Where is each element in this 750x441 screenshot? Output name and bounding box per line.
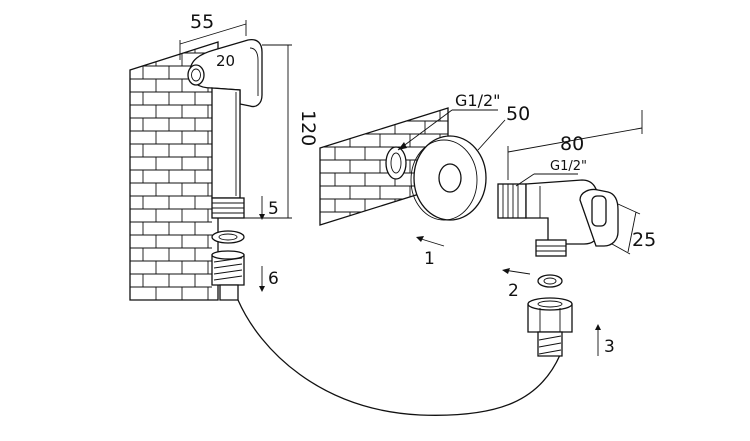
valve-outlet — [535, 239, 567, 257]
step-2-arrow: 2 — [502, 268, 531, 301]
label-step-3: 3 — [604, 337, 615, 357]
label-thread-top: G1/2" — [455, 91, 501, 110]
sprayer-washer — [211, 230, 245, 244]
hand-sprayer — [187, 38, 263, 219]
label-nozzle: 20 — [216, 52, 235, 70]
wall-pipe — [385, 146, 407, 180]
dimension-valve-height: 25 — [611, 203, 656, 255]
spray-nozzle — [187, 64, 205, 86]
label-valve-length: 80 — [560, 133, 584, 155]
label-step-1: 1 — [424, 249, 435, 269]
cover-flange: 50 — [410, 103, 530, 221]
label-step-6: 6 — [268, 269, 279, 289]
label-height: 120 — [297, 110, 319, 146]
dimension-valve-length: 80 — [507, 110, 643, 180]
hose-connector-left — [211, 250, 245, 301]
label-thread-valve: G1/2" — [550, 159, 587, 174]
valve-washer — [537, 274, 563, 288]
hose-connector-right — [527, 297, 573, 357]
left-brick-wall — [129, 41, 219, 301]
label-valve-height: 25 — [632, 229, 656, 251]
step-5-arrow: 5 — [259, 196, 279, 220]
dimension-height: 120 — [244, 44, 319, 219]
valve-inlet-thread — [497, 183, 527, 219]
step-3-arrow: 3 — [595, 324, 615, 357]
label-width: 55 — [190, 11, 214, 33]
step-1-arrow: 1 — [416, 236, 445, 269]
step-6-arrow: 6 — [259, 266, 279, 292]
hose — [237, 299, 561, 416]
thread-callout-top: G1/2" — [397, 91, 501, 151]
label-step-2: 2 — [508, 281, 519, 301]
label-step-5: 5 — [268, 199, 279, 219]
thread-callout-valve: G1/2" — [515, 159, 587, 187]
dimension-width: 55 — [179, 11, 247, 60]
label-flange: 50 — [506, 103, 530, 125]
angle-valve — [497, 179, 619, 257]
